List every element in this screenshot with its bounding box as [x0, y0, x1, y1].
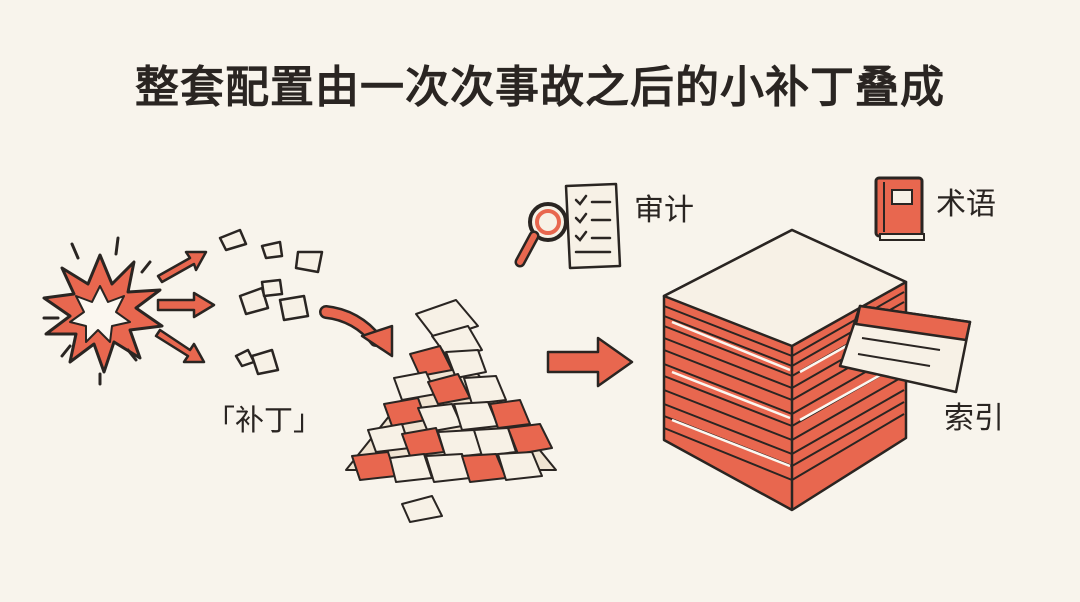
arrow-icon	[154, 250, 216, 364]
curved-arrow-icon	[319, 305, 394, 358]
paper-pile-icon	[345, 299, 557, 523]
scattered-papers-icon	[218, 228, 324, 376]
audit-label: 审计	[634, 193, 694, 228]
book-icon	[874, 176, 925, 241]
glossary-label: 术语	[936, 187, 996, 222]
arrow-right-icon	[546, 336, 634, 388]
index-label: 索引	[944, 401, 1004, 436]
page-title: 整套配置由一次次事故之后的小补丁叠成	[135, 62, 945, 113]
document-stack-icon	[662, 228, 908, 512]
patch-label: 「补丁」	[206, 403, 323, 437]
index-tab-icon	[838, 304, 972, 394]
explosion-icon	[42, 236, 164, 386]
magnifier-checklist-icon	[514, 182, 622, 270]
